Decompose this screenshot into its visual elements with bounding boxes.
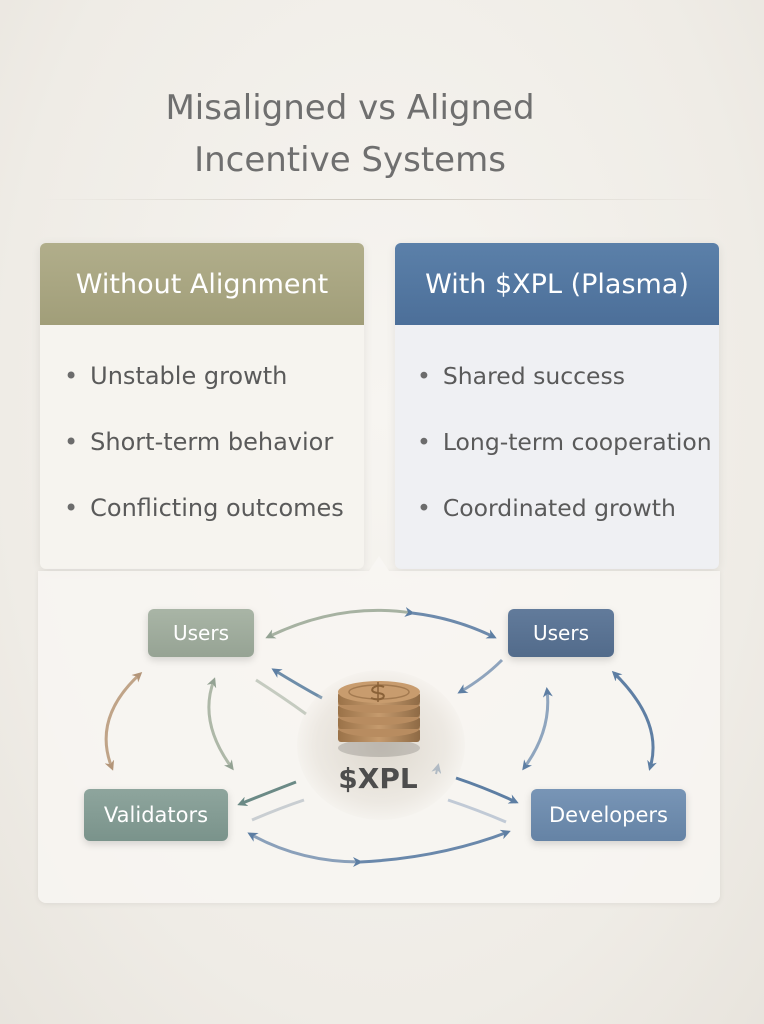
xpl-center-label: $XPL — [338, 762, 418, 795]
arrow-users-developers-outer — [611, 670, 657, 771]
without-alignment-heading: Without Alignment — [40, 243, 364, 325]
arrow-users-validators-outer — [104, 671, 143, 771]
title-divider — [40, 199, 720, 200]
list-item: Short-term behavior — [64, 417, 364, 483]
arrow-validators-to-developers-b — [359, 829, 511, 864]
list-item: Shared success — [417, 351, 719, 417]
line-validators-center — [251, 798, 305, 822]
arrow-center-to-validators — [237, 780, 297, 807]
list-item: Coordinated growth — [417, 483, 719, 549]
line-users-left-center — [255, 678, 307, 716]
line-developers-center — [447, 798, 507, 824]
users-node-right: Users — [508, 609, 614, 657]
list-item: Unstable growth — [64, 351, 364, 417]
with-xpl-list: Shared success Long-term cooperation Coo… — [395, 325, 719, 549]
validators-node: Validators — [84, 789, 228, 841]
list-item: Long-term cooperation — [417, 417, 719, 483]
arrow-users-developers-inner — [522, 687, 553, 771]
arrow-users-right-to-center — [457, 658, 504, 694]
without-alignment-card: Without Alignment Unstable growth Short-… — [40, 243, 364, 569]
arrow-center-to-developers — [455, 776, 519, 804]
arrow-users-to-users-b — [411, 611, 497, 639]
arrow-users-validators-inner — [206, 677, 234, 771]
panel-pointer — [369, 556, 389, 571]
users-node-left: Users — [148, 609, 254, 657]
arrow-center-to-users-left — [271, 668, 323, 700]
developers-node: Developers — [531, 789, 686, 841]
page-title: Misaligned vs Aligned Incentive Systems — [0, 82, 700, 186]
without-alignment-list: Unstable growth Short-term behavior Conf… — [40, 325, 364, 549]
arrow-validators-to-developers — [247, 832, 363, 867]
coin-stack-icon — [338, 681, 420, 757]
with-xpl-card: With $XPL (Plasma) Shared success Long-t… — [395, 243, 719, 569]
with-xpl-heading: With $XPL (Plasma) — [395, 243, 719, 325]
arrow-users-to-users — [265, 607, 415, 639]
list-item: Conflicting outcomes — [64, 483, 364, 549]
title-line-1: Misaligned vs Aligned — [165, 88, 535, 128]
title-line-2: Incentive Systems — [194, 140, 506, 180]
